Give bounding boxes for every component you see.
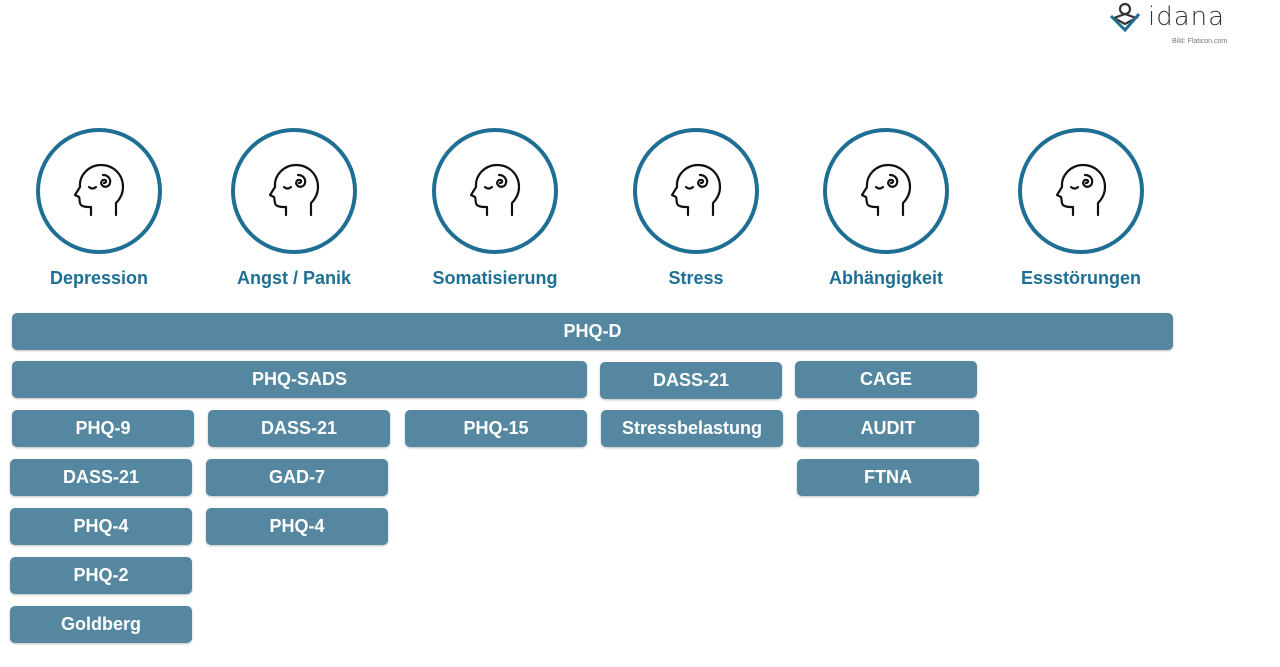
category-circle	[633, 128, 759, 254]
idana-logo: idana	[1108, 2, 1225, 32]
instrument-bar: PHQ-4	[10, 508, 192, 545]
category-5: Essstörungen	[986, 128, 1176, 289]
instrument-bar: DASS-21	[208, 410, 390, 447]
instrument-bar: PHQ-D	[12, 313, 1173, 350]
category-label: Somatisierung	[432, 268, 558, 288]
category-circle	[36, 128, 162, 254]
category-label: Essstörungen	[1020, 268, 1142, 288]
category-label: Stress	[668, 268, 724, 288]
category-2: Somatisierung	[400, 128, 590, 289]
head-spiral-icon	[664, 157, 728, 226]
instrument-bar: AUDIT	[797, 410, 979, 447]
head-spiral-icon	[463, 157, 527, 226]
instrument-bar: Goldberg	[10, 606, 192, 643]
image-credit: Bild: Flaticon.com	[1172, 38, 1228, 45]
instrument-bar: GAD-7	[206, 459, 388, 496]
instrument-bar: PHQ-15	[405, 410, 587, 447]
instrument-bar: PHQ-2	[10, 557, 192, 594]
category-3: Stress	[601, 128, 791, 289]
idana-logo-icon	[1109, 2, 1141, 32]
category-circle	[823, 128, 949, 254]
head-spiral-icon	[67, 157, 131, 226]
category-label: Angst / Panik	[236, 268, 352, 288]
instrument-bar: PHQ-4	[206, 508, 388, 545]
instrument-bar: PHQ-SADS	[12, 361, 587, 398]
head-spiral-icon	[854, 157, 918, 226]
category-circle	[231, 128, 357, 254]
category-4: Abhängigkeit	[791, 128, 981, 289]
instrument-bar: DASS-21	[10, 459, 192, 496]
head-spiral-icon	[1049, 157, 1113, 226]
category-circle	[432, 128, 558, 254]
logo-text: idana	[1148, 2, 1226, 32]
instrument-bar: PHQ-9	[12, 410, 194, 447]
instrument-bar: CAGE	[795, 361, 977, 398]
head-spiral-icon	[262, 157, 326, 226]
instrument-bar: DASS-21	[600, 362, 782, 399]
category-1: Angst / Panik	[199, 128, 389, 289]
category-label: Depression	[49, 268, 149, 288]
category-circle	[1018, 128, 1144, 254]
category-0: Depression	[4, 128, 194, 289]
instrument-bar: FTNA	[797, 459, 979, 496]
category-label: Abhängigkeit	[828, 268, 943, 288]
instrument-bar: Stressbelastung	[601, 410, 783, 447]
